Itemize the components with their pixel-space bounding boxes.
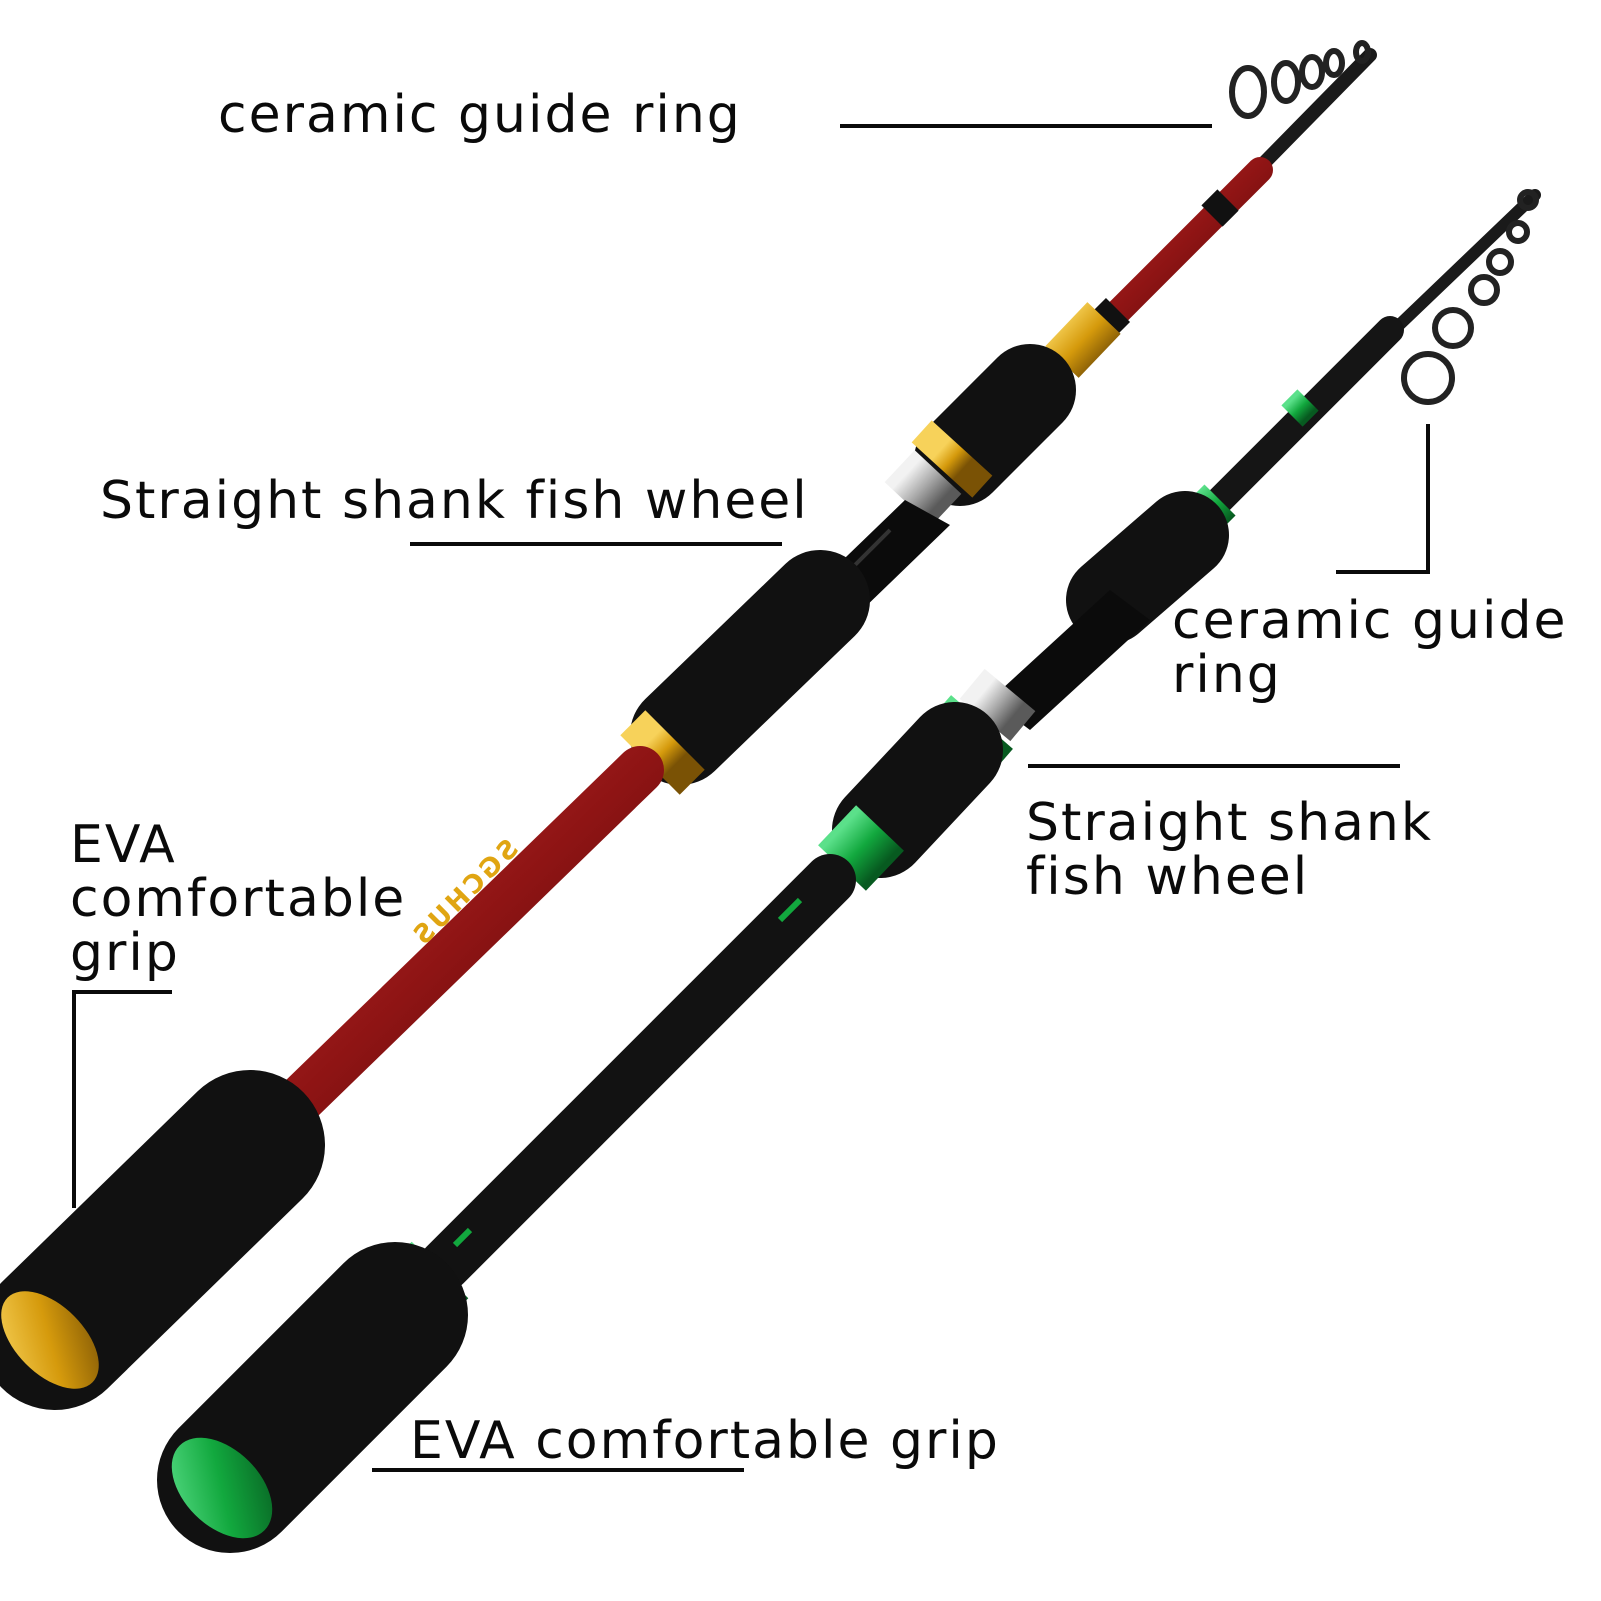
- callout-ceramic-guide-ring-top: ceramic guide ring: [218, 85, 742, 145]
- leader-line-top-ring: [840, 124, 1212, 128]
- leader-line-left-grip-h: [72, 990, 172, 994]
- callout-right-shank-line-2: fish wheel: [1026, 847, 1310, 907]
- leader-line-right-reel-seat: [1028, 764, 1400, 768]
- black-telescopic-rod-icon: [157, 189, 1541, 1553]
- leader-line-bottom-grip: [372, 1468, 744, 1472]
- callout-eva-grip-left-line-1: EVA: [70, 815, 177, 875]
- leader-line-left-reel-seat: [410, 542, 782, 546]
- guide-ring-icon: [1229, 40, 1371, 119]
- callout-straight-shank-right: Straight shank fish wheel: [1026, 796, 1433, 904]
- callout-eva-grip-left: EVA comfortable grip: [70, 818, 406, 980]
- red-telescopic-rod-icon: SGCHUS: [0, 40, 1377, 1410]
- callout-eva-grip-left-line-3: grip: [70, 923, 180, 983]
- guide-ring-icon: [1401, 189, 1539, 405]
- leader-line-left-grip-v: [72, 990, 76, 1208]
- leader-line-right-ring-v: [1426, 424, 1430, 574]
- callout-right-shank-line-1: Straight shank: [1026, 793, 1433, 853]
- callout-ceramic-guide-ring-right: ceramic guide ring: [1172, 594, 1567, 702]
- leader-line-right-ring-h: [1336, 570, 1430, 574]
- callout-right-ring-line-1: ceramic guide: [1172, 591, 1568, 651]
- callout-eva-grip-left-line-2: comfortable: [70, 869, 407, 929]
- callout-straight-shank-left: Straight shank fish wheel: [100, 471, 809, 531]
- callout-right-ring-line-2: ring: [1172, 645, 1282, 705]
- callout-eva-grip-bottom: EVA comfortable grip: [410, 1411, 1000, 1471]
